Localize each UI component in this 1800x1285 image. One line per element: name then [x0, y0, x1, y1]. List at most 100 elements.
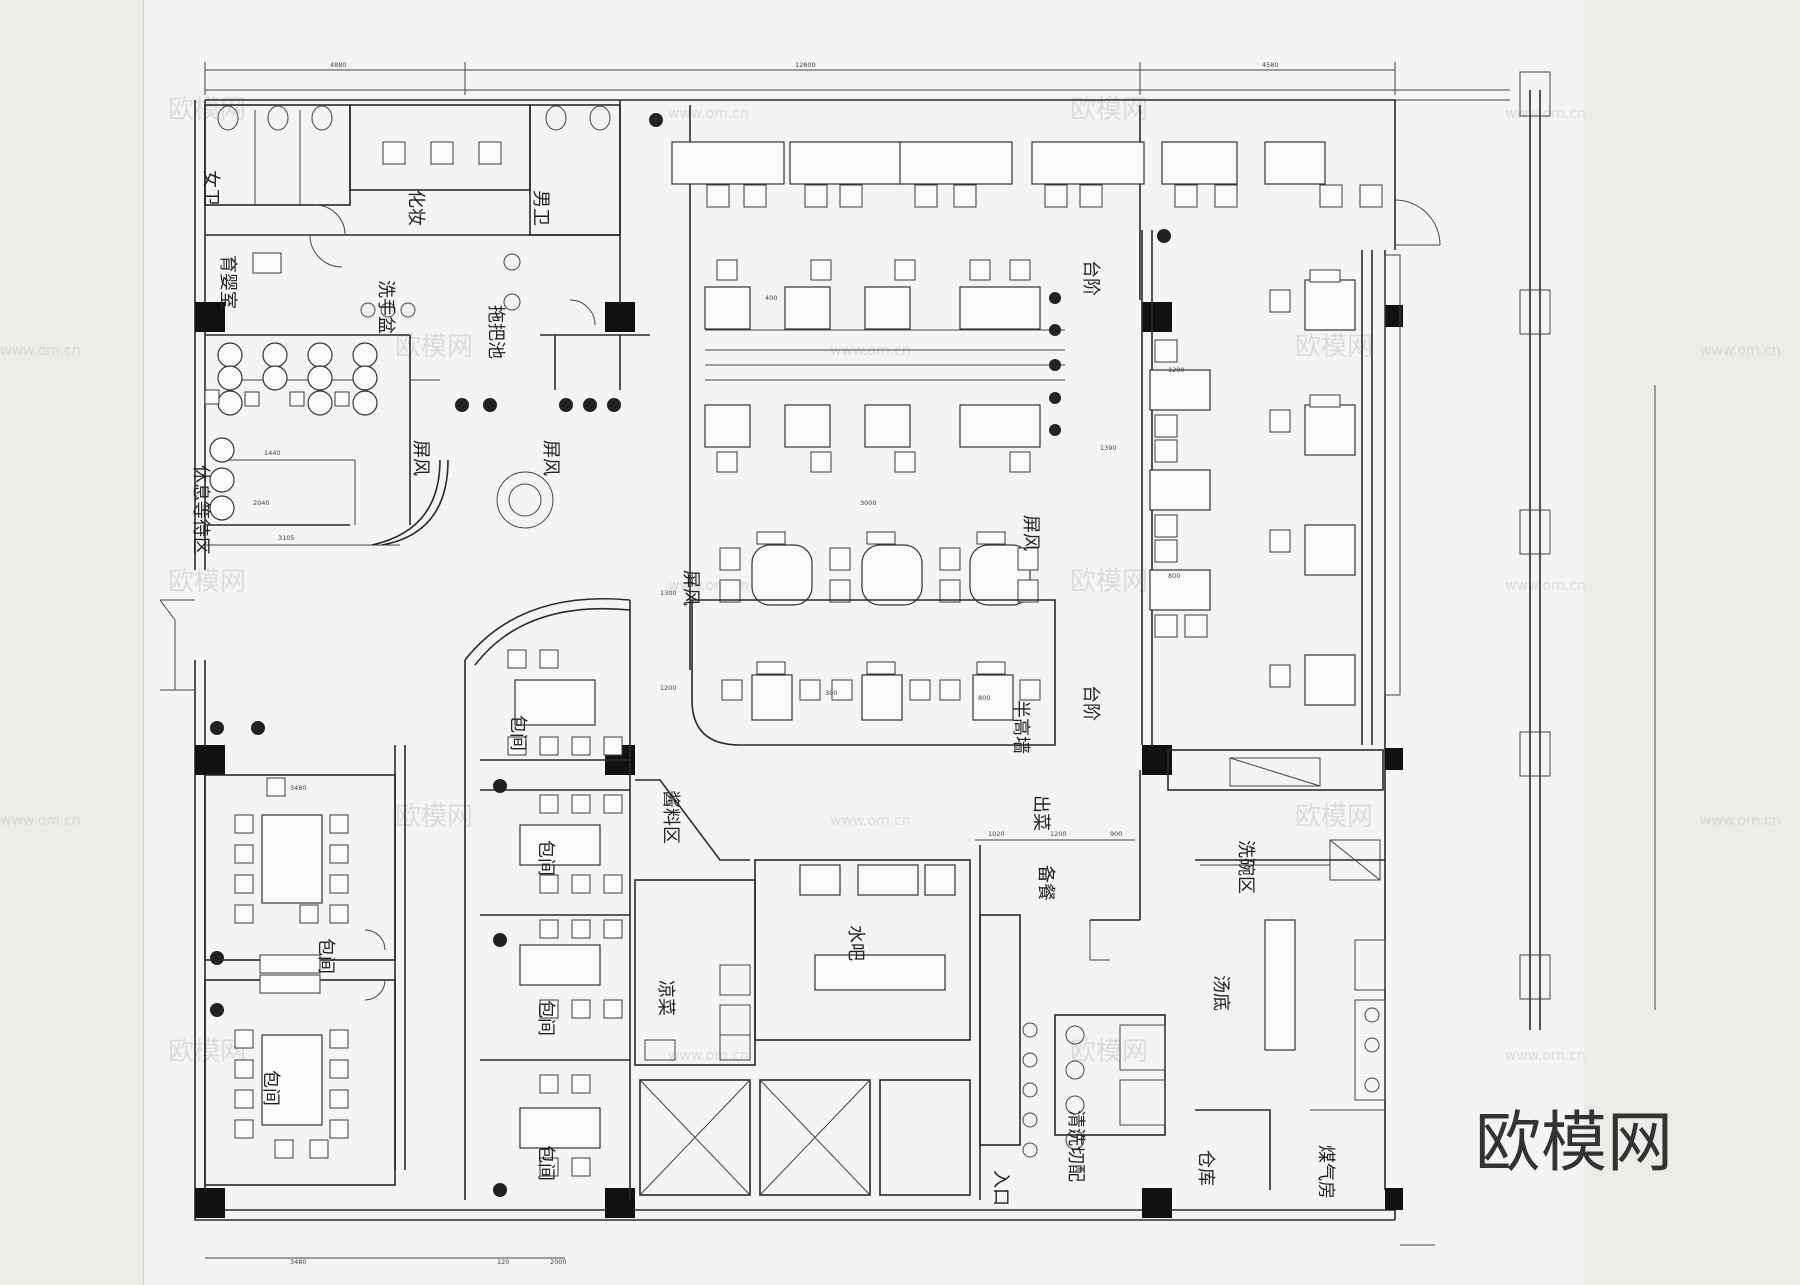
watermark-url: www.om.cn: [830, 813, 911, 829]
dim-right-800: 800: [1168, 572, 1180, 580]
label-screen-4: 屏风: [680, 570, 701, 606]
label-screen-3: 屏风: [1020, 515, 1041, 551]
kitchen-clean-cut: 清洗切配 入口: [979, 914, 1166, 1206]
round-booths-row: [719, 531, 1039, 606]
label-male-toilet: 男卫: [530, 190, 551, 226]
watermark-text: 欧模网: [395, 802, 473, 832]
dim-300: 300: [825, 689, 837, 697]
room-chairs: [234, 777, 349, 1159]
watermark-url: www.om.cn: [668, 1048, 749, 1064]
label-sauce: 酱料区: [660, 790, 681, 844]
bottom-dimension-line: 3480 120 2000: [205, 1244, 1435, 1266]
dim-serve-1020: 1020: [988, 830, 1005, 838]
top-row-chairs: [706, 184, 1383, 208]
watermarks: 欧模网 欧模网 欧模网 欧模网 欧模网 欧模网 欧模网 欧模网 欧模网 欧模网 …: [0, 95, 1781, 1067]
label-wash-basin: 洗手盆: [375, 280, 396, 334]
watermark-url: www.om.cn: [1505, 1048, 1586, 1064]
watermark-text: 欧模网: [395, 332, 473, 362]
watermark-url: www.om.cn: [0, 813, 81, 829]
dim-top-left: 4880: [330, 61, 347, 69]
facade-strip: [1395, 71, 1656, 1030]
watermark-text: 欧模网: [168, 567, 246, 597]
label-screen-2: 屏风: [540, 440, 561, 476]
watermark-url: www.om.cn: [1505, 106, 1586, 122]
watermark-url: www.om.cn: [1700, 343, 1781, 359]
dim-lounge-w: 1440: [264, 449, 281, 457]
kitchen-water-bar: 水吧 凉菜: [634, 859, 971, 1066]
watermark-text: 欧模网: [1070, 1037, 1148, 1067]
decorative-plants: [210, 113, 1171, 1197]
dim-1200: 1200: [660, 684, 677, 692]
bottom-tables-row: [721, 661, 1041, 721]
right-booths-left: [1149, 339, 1211, 638]
lounge-round-tables: [209, 342, 378, 521]
label-counter-1: 台阶: [1080, 260, 1101, 296]
label-nursing: 育婴室: [217, 255, 238, 309]
toilet-zone: 女卫 化妆 男卫 育婴室 洗手盆 拖把池: [200, 100, 650, 390]
dim-right-1200: 1200: [1168, 366, 1185, 374]
label-broth: 汤底: [1210, 975, 1231, 1011]
lounge-area: 休息等待区 1440 2040 3105 屏风 屏风: [190, 334, 561, 555]
dim-bottom-1: 3480: [290, 1258, 307, 1266]
dim-800: 800: [978, 694, 990, 702]
dim-400: 400: [765, 294, 777, 302]
watermark-url: www.om.cn: [0, 343, 81, 359]
label-entrance: 入口: [990, 1170, 1011, 1206]
dim-1390: 1390: [1100, 444, 1117, 452]
watermark-url: www.om.cn: [1700, 813, 1781, 829]
brand-logo: 欧模网: [1475, 1104, 1673, 1181]
top-dimension-line: 4880 12800 4580: [204, 61, 1396, 95]
private-rooms-left: 3480 包间 包间: [204, 745, 406, 1186]
watermark-text: 欧模网: [1295, 332, 1373, 362]
dim-lounge-h: 2040: [253, 499, 270, 507]
watermark-text: 欧模网: [1070, 567, 1148, 597]
dim-1300: 1300: [660, 589, 677, 597]
label-counter-2: 台阶: [1080, 685, 1101, 721]
watermark-text: 欧模网: [1295, 802, 1373, 832]
dim-room-w: 3480: [290, 784, 307, 792]
watermark-text: 欧模网: [168, 1037, 246, 1067]
label-private-room-2: 包间: [315, 938, 336, 974]
label-screen-1: 屏风: [410, 440, 431, 476]
watermark-url: www.om.cn: [668, 106, 749, 122]
right-booth-wing: 台阶 台阶 1200 800: [1080, 230, 1401, 745]
watermark-url: www.om.cn: [830, 343, 911, 359]
elevator-shafts: [639, 1079, 971, 1196]
dim-serve-1200: 1200: [1050, 830, 1067, 838]
paper-sheet: [143, 0, 1584, 1285]
label-mop-pool: 拖把池: [485, 305, 506, 359]
dim-3000: 3000: [860, 499, 877, 507]
dim-top-right: 4580: [1262, 61, 1279, 69]
label-storage: 仓库: [1195, 1150, 1216, 1186]
private-rooms-middle: 包间 包间 包间 包间: [464, 597, 631, 1200]
watermark-url: www.om.cn: [1505, 578, 1586, 594]
right-booths-right: [1269, 269, 1356, 706]
dim-lounge-base: 3105: [278, 534, 295, 542]
label-water-bar: 水吧: [845, 925, 866, 961]
dim-bottom-2: 120: [497, 1258, 509, 1266]
label-private-room-3: 包间: [507, 715, 528, 751]
main-dining-hall: 屏风 屏风 半高墙 1300 1390 1200 400 300 800 300…: [660, 105, 1383, 754]
dim-serve-900: 900: [1110, 830, 1122, 838]
label-private-room-1: 包间: [260, 1070, 281, 1106]
outer-walls: [159, 99, 1441, 1221]
dim-top-mid: 12800: [795, 61, 816, 69]
label-serve-out: 出菜: [1030, 795, 1051, 831]
label-dishwash: 洗碗区: [1235, 840, 1256, 894]
label-cold-dish: 凉菜: [655, 980, 676, 1016]
label-prep: 备餐: [1035, 865, 1056, 901]
top-row-booths: [671, 141, 1326, 185]
four-top-tables-row2: [704, 404, 1041, 473]
label-female-toilet: 女卫: [200, 170, 221, 206]
label-makeup: 化妆: [405, 190, 426, 226]
label-private-room-6: 包间: [535, 1145, 556, 1181]
middle-room-chairs: [507, 649, 623, 1177]
kitchen-right: 洗碗区 汤底 仓库 煤气房: [1167, 749, 1386, 1199]
dim-bottom-3: 2000: [550, 1258, 567, 1266]
label-private-room-4: 包间: [535, 840, 556, 876]
label-private-room-5: 包间: [535, 1000, 556, 1036]
label-clean-cut: 清洗切配: [1065, 1110, 1086, 1182]
label-gas-room: 煤气房: [1315, 1145, 1336, 1199]
label-lounge: 休息等待区: [190, 465, 211, 555]
